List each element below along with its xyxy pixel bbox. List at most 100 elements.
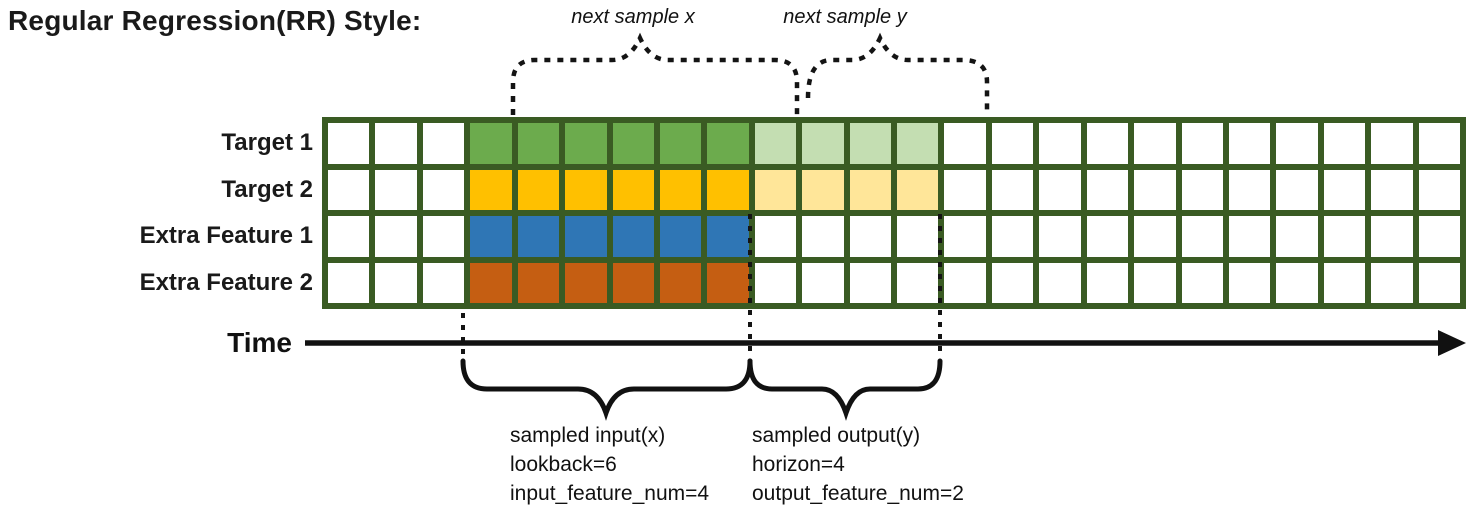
grid-cell: [1086, 169, 1129, 210]
grid-cell: [328, 123, 370, 164]
grid-cell: [1371, 169, 1413, 210]
input-feature-num-value: input_feature_num=4: [510, 482, 710, 505]
next-sample-x-brace: [510, 32, 800, 115]
grid-cell: [754, 262, 797, 303]
grid-cell: [1228, 123, 1271, 164]
sampled-input-title: sampled input(x): [510, 424, 666, 447]
grid-cell: [470, 262, 512, 303]
grid-cell: [754, 216, 797, 257]
grid-cell: [375, 123, 417, 164]
grid-cell: [328, 262, 370, 303]
time-axis-label: Time: [227, 327, 292, 358]
grid-cell: [802, 169, 844, 210]
grid-cell: [707, 262, 749, 303]
row-label-target-1: Target 1: [221, 129, 313, 156]
sampled-output-title: sampled output(y): [752, 424, 921, 447]
grid-cell: [991, 262, 1034, 303]
grid-cell: [375, 262, 417, 303]
grid-cell: [375, 169, 417, 210]
grid-cell: [1418, 123, 1460, 164]
grid-cell: [422, 123, 465, 164]
grid-cell: [1086, 216, 1129, 257]
next-sample-y-label: next sample y: [783, 6, 907, 28]
grid-cell: [1371, 123, 1413, 164]
grid-cell: [1039, 169, 1081, 210]
grid-cell: [944, 262, 986, 303]
grid-cell: [1276, 169, 1318, 210]
grid-cell: [1134, 262, 1176, 303]
grid-cell: [612, 169, 654, 210]
grid-cell: [565, 262, 607, 303]
grid-cell: [422, 169, 465, 210]
grid-cell: [802, 123, 844, 164]
grid-cell: [517, 123, 560, 164]
grid-cell: [517, 262, 560, 303]
sampled-input-brace: [460, 358, 753, 421]
grid-cell: [802, 216, 844, 257]
grid-cell: [1276, 123, 1318, 164]
grid-cell: [849, 216, 891, 257]
grid-cell: [707, 123, 749, 164]
grid-cell: [1228, 169, 1271, 210]
grid-cell: [1228, 262, 1271, 303]
grid-cell: [659, 216, 702, 257]
grid-cell: [470, 123, 512, 164]
timeseries-sample-grid: [322, 117, 1466, 309]
grid-cell: [897, 262, 939, 303]
lookback-value: lookback=6: [510, 453, 617, 476]
output-feature-num-value: output_feature_num=2: [752, 482, 964, 505]
grid-cell: [754, 169, 797, 210]
next-sample-y-brace: [805, 32, 990, 115]
grid-cell: [565, 169, 607, 210]
grid-cell: [1181, 216, 1223, 257]
grid-cell: [707, 169, 749, 210]
grid-cell: [1134, 123, 1176, 164]
grid-cell: [470, 216, 512, 257]
grid-cell: [991, 123, 1034, 164]
grid-cell: [1323, 123, 1366, 164]
grid-cell: [1086, 262, 1129, 303]
grid-cell: [1323, 169, 1366, 210]
row-label-extra-feature-1: Extra Feature 1: [139, 222, 313, 249]
grid-cell: [1371, 216, 1413, 257]
grid-cell: [612, 123, 654, 164]
grid-cell: [1323, 216, 1366, 257]
sampled-output-caption: sampled output(y) horizon=4 output_featu…: [752, 421, 964, 508]
grid-cell: [659, 123, 702, 164]
grid-cell: [612, 216, 654, 257]
grid-cell: [1276, 216, 1318, 257]
grid-cell: [1228, 216, 1271, 257]
grid-cell: [849, 169, 891, 210]
grid-cell: [944, 216, 986, 257]
row-label-target-2: Target 2: [221, 176, 313, 203]
grid-cell: [1181, 169, 1223, 210]
grid-cell: [422, 262, 465, 303]
grid-cell: [1181, 262, 1223, 303]
row-label-extra-feature-2: Extra Feature 2: [139, 269, 313, 296]
grid-cell: [897, 123, 939, 164]
sampled-output-brace: [747, 358, 943, 421]
grid-cell: [1181, 123, 1223, 164]
grid-cell: [802, 262, 844, 303]
grid-cell: [991, 169, 1034, 210]
grid-cell: [470, 169, 512, 210]
grid-cell: [659, 169, 702, 210]
horizon-value: horizon=4: [752, 453, 845, 476]
grid-cell: [1039, 123, 1081, 164]
grid-cell: [1086, 123, 1129, 164]
grid-cell: [328, 216, 370, 257]
time-axis-arrowhead-icon: [1438, 330, 1466, 356]
grid-cell: [659, 262, 702, 303]
grid-cell: [328, 169, 370, 210]
grid-cell: [1134, 216, 1176, 257]
grid-cell: [1276, 262, 1318, 303]
sampled-input-caption: sampled input(x) lookback=6 input_featur…: [510, 421, 709, 508]
grid-cell: [754, 123, 797, 164]
grid-cell: [897, 216, 939, 257]
grid-cell: [897, 169, 939, 210]
grid-cell: [375, 216, 417, 257]
grid-cell: [991, 216, 1034, 257]
grid-cell: [1371, 262, 1413, 303]
grid-cell: [1418, 169, 1460, 210]
